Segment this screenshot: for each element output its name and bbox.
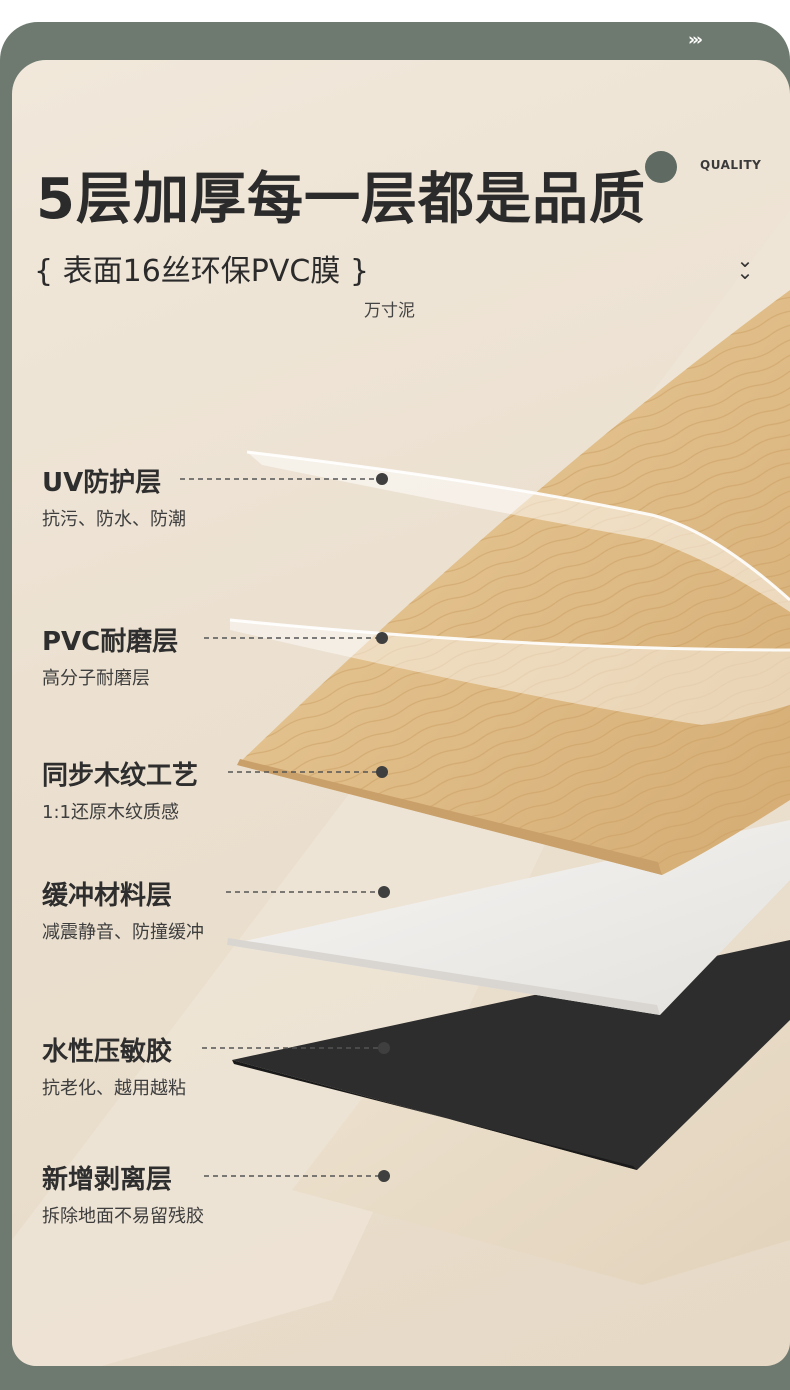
layer-desc: 1:1还原木纹质感 — [42, 802, 179, 823]
content-panel: 5层加厚每一层都是品质 QUALITY { 表面16丝环保PVC膜 } ⌄⌄ 万… — [12, 60, 790, 1366]
leader-dot-pvc — [376, 632, 388, 644]
arrows-icon: ››› — [688, 30, 703, 50]
leader-dot-wood — [376, 766, 388, 778]
layer-adhesive: 水性压敏胶 抗老化、越用越粘 — [42, 1031, 186, 1100]
decorative-dot — [645, 151, 677, 183]
layer-name: 新增剥离层 — [42, 1165, 173, 1195]
layer-uv: UV防护层 抗污、防水、防潮 — [42, 462, 186, 531]
layer-name: 缓冲材料层 — [42, 881, 173, 911]
layer-pvc: PVC耐磨层 高分子耐磨层 — [42, 621, 178, 690]
pvc-layer-shape — [230, 620, 790, 725]
leader-dot-uv — [376, 473, 388, 485]
layer-desc: 高分子耐磨层 — [42, 668, 150, 689]
uv-layer-shape — [247, 452, 790, 612]
leader-dot-peel — [378, 1170, 390, 1182]
page-title: 5层加厚每一层都是品质 — [36, 167, 646, 232]
leader-dot-adhesive — [378, 1042, 390, 1054]
layer-name: UV防护层 — [42, 468, 162, 498]
brand-name: 万寸泥 — [364, 301, 415, 321]
layer-desc: 减震静音、防撞缓冲 — [42, 922, 204, 943]
layer-peel: 新增剥离层 拆除地面不易留残胶 — [42, 1159, 204, 1228]
layer-buffer: 缓冲材料层 减震静音、防撞缓冲 — [42, 875, 204, 944]
quality-label: QUALITY — [700, 158, 762, 172]
layer-name: 水性压敏胶 — [42, 1037, 173, 1067]
layer-wood-grain: 同步木纹工艺 1:1还原木纹质感 — [42, 755, 198, 824]
layer-name: PVC耐磨层 — [42, 627, 179, 657]
double-chevron-down-icon: ⌄⌄ — [736, 248, 754, 284]
subtitle: { 表面16丝环保PVC膜 } — [34, 254, 369, 289]
layer-desc: 抗老化、越用越粘 — [42, 1078, 186, 1099]
layer-stack-illustration — [12, 210, 790, 1366]
leader-dot-buffer — [378, 886, 390, 898]
layer-name: 同步木纹工艺 — [42, 761, 199, 791]
layer-desc: 拆除地面不易留残胶 — [42, 1206, 204, 1227]
layer-desc: 抗污、防水、防潮 — [42, 509, 186, 530]
